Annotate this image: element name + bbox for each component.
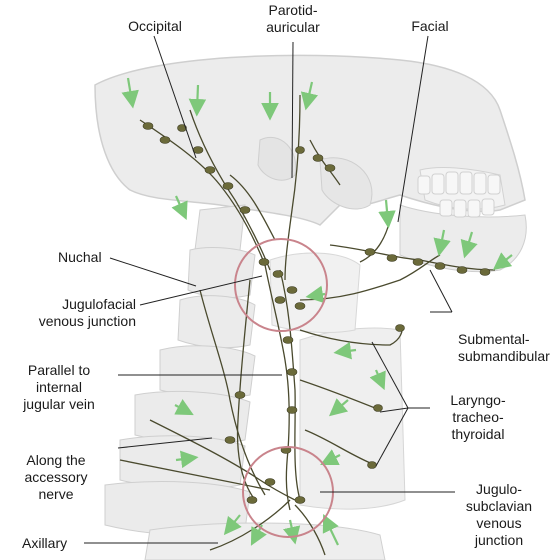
label-jugulofacial-line2: venous junction bbox=[38, 313, 136, 329]
lymph-nodes bbox=[142, 122, 491, 504]
label-nuchal-text: Nuchal bbox=[58, 249, 102, 265]
label-occipital-text: Occipital bbox=[128, 18, 182, 34]
label-parallel-internal-jugular: Parallel to internal jugular vein bbox=[6, 362, 112, 413]
label-submental-line1: Submental- bbox=[458, 331, 530, 347]
label-laryngo-line3: thyroidal bbox=[451, 426, 505, 442]
label-parallel-line1: Parallel to bbox=[27, 362, 91, 378]
label-submental-submandibular: Submental- submandibular bbox=[458, 331, 550, 365]
label-facial: Facial bbox=[398, 18, 462, 35]
label-jugulo-subclavian: Jugulo- subclavian venous junction bbox=[452, 481, 546, 549]
label-parallel-line3: jugular vein bbox=[23, 396, 95, 412]
label-parotid-line1: Parotid- bbox=[268, 2, 318, 18]
label-accessory-line1: Along the bbox=[26, 452, 86, 468]
label-occipital: Occipital bbox=[112, 18, 198, 35]
label-axillary: Axillary bbox=[22, 535, 67, 552]
label-facial-text: Facial bbox=[411, 18, 449, 34]
spine-illustration bbox=[104, 204, 406, 560]
label-accessory-line2: accessory bbox=[24, 469, 88, 485]
label-accessory-line3: nerve bbox=[38, 486, 74, 502]
label-jugulo-line2: subclavian bbox=[465, 498, 533, 514]
label-parotid-line2: auricular bbox=[266, 19, 320, 35]
label-jugulo-line3: venous bbox=[476, 515, 522, 531]
label-jugulo-line4: junction bbox=[474, 532, 524, 548]
label-jugulofacial-line1: Jugulofacial bbox=[62, 296, 136, 312]
label-submental-line2: submandibular bbox=[458, 348, 550, 364]
label-jugulofacial: Jugulofacial venous junction bbox=[0, 296, 136, 330]
label-laryngo-line2: tracheo- bbox=[452, 409, 504, 425]
jugulofacial-junction-circle bbox=[234, 238, 328, 332]
label-accessory-nerve: Along the accessory nerve bbox=[6, 452, 106, 503]
label-laryngo-tracheo-thyroidal: Laryngo- tracheo- thyroidal bbox=[436, 392, 520, 443]
label-laryngo-line1: Laryngo- bbox=[450, 392, 506, 408]
label-parotid-auricular: Parotid- auricular bbox=[245, 2, 341, 36]
label-nuchal: Nuchal bbox=[58, 249, 102, 266]
label-parallel-line2: internal bbox=[36, 379, 82, 395]
leader-lines bbox=[84, 35, 455, 544]
label-axillary-text: Axillary bbox=[22, 535, 68, 551]
label-jugulo-line1: Jugulo- bbox=[476, 481, 522, 497]
